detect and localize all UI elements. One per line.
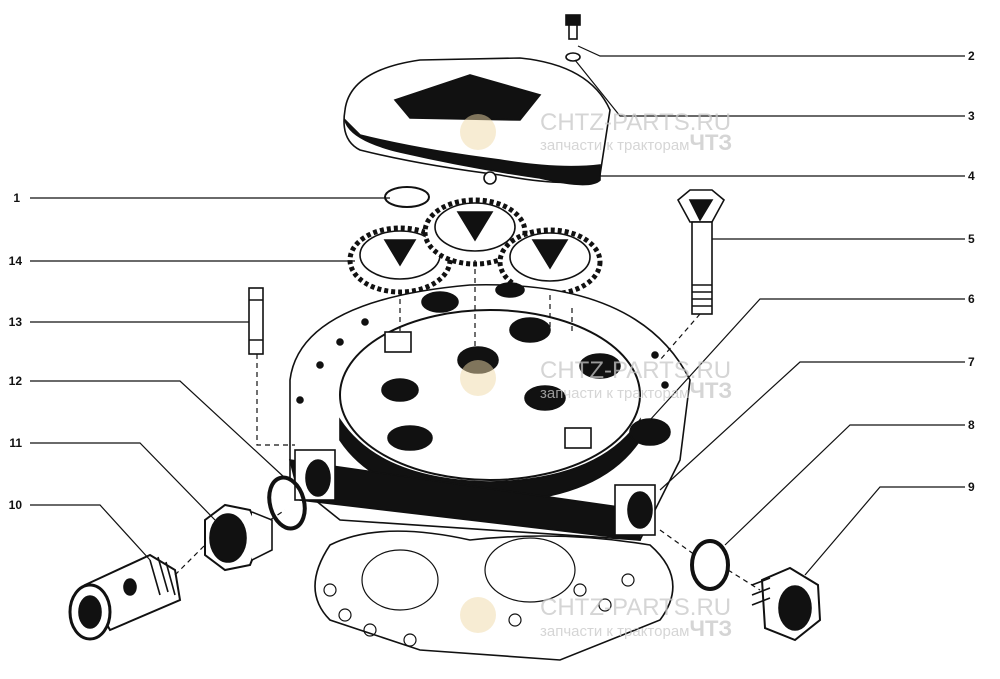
stud (248, 287, 264, 355)
callout-3: 3 (968, 109, 975, 123)
gear-logo-icon (460, 360, 496, 396)
watermark-tagline: запчасти к тракторамЧТЗ (540, 378, 732, 403)
callout-6: 6 (968, 292, 975, 306)
watermark-site: CHTZ-PARTS.RU (540, 357, 731, 384)
callout-labels: 1 14 13 12 11 10 2 3 4 5 6 7 8 9 (9, 49, 975, 512)
gear-logo-icon (460, 114, 496, 150)
seal-ring (267, 475, 307, 531)
callout-10: 10 (9, 498, 23, 512)
watermark-site: CHTZ-PARTS.RU (540, 109, 731, 136)
leader-lines (30, 45, 965, 591)
screw (565, 14, 581, 26)
callout-14: 14 (9, 254, 23, 268)
callout-4: 4 (968, 169, 975, 183)
watermark-site: CHTZ-PARTS.RU (540, 594, 731, 621)
callout-12: 12 (9, 374, 23, 388)
plug (751, 566, 822, 642)
watermark-top: CHTZ-PARTS.RU запчасти к тракторамЧТЗ (460, 109, 732, 155)
watermark-bottom: CHTZ-PARTS.RU запчасти к тракторамЧТЗ (460, 594, 732, 641)
watermark-tagline: запчасти к тракторамЧТЗ (540, 130, 732, 155)
gear-logo-icon (460, 597, 496, 633)
banjo-fitting (68, 553, 182, 641)
pump-housing (288, 282, 691, 541)
retaining-ring (384, 186, 430, 208)
gasket (314, 530, 674, 661)
callout-1: 1 (13, 191, 20, 205)
callout-7: 7 (968, 355, 975, 369)
bolt (676, 189, 726, 315)
callout-13: 13 (9, 315, 23, 329)
callout-8: 8 (968, 418, 975, 432)
callout-5: 5 (968, 232, 975, 246)
callout-9: 9 (968, 480, 975, 494)
callout-11: 11 (9, 436, 22, 450)
o-ring (690, 539, 730, 591)
washer (565, 52, 581, 62)
watermark-tagline: запчасти к тракторамЧТЗ (540, 616, 732, 641)
watermark-middle: CHTZ-PARTS.RU запчасти к тракторамЧТЗ (460, 357, 732, 403)
gears (347, 197, 603, 297)
adapter-fitting (204, 503, 273, 572)
callout-2: 2 (968, 49, 975, 63)
